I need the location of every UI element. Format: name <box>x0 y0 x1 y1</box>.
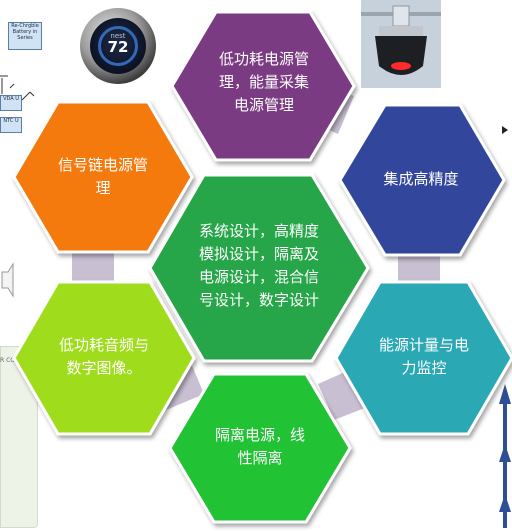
hexagon-lower-right-line-1: 能源计量与电 <box>378 336 469 354</box>
side-panel-text: R CO <box>0 357 15 364</box>
speaker-icon <box>1 262 14 298</box>
sensor-photo <box>361 0 441 88</box>
hexagon-center-text: 系统设计，高精度 模拟设计，隔离及 电源设计，混合信 号设计，数字设计 <box>184 220 334 312</box>
thermostat-ring <box>98 26 138 66</box>
hexagon-center-line-3: 电源设计，混合信 <box>198 268 319 286</box>
hexagon-bottom-line-2: 性隔离 <box>237 449 283 467</box>
schematic-vda-block: VDA U <box>0 95 22 111</box>
thermostat-display: nest 72 <box>90 18 146 74</box>
thermostat-value: 72 <box>107 38 129 56</box>
connector-right <box>398 250 440 290</box>
hexagon-lower-left-line-1: 低功耗音频与 <box>58 336 149 354</box>
connector-left <box>72 250 114 290</box>
hexagon-top-line-2: 理，能量采集 <box>218 73 309 91</box>
schematic-battery-block: Re-Chrgble Battery in Series <box>8 22 42 50</box>
hexagon-center <box>148 173 370 363</box>
hexagon-bottom-text: 隔离电源，线 性隔离 <box>190 424 330 470</box>
vertical-arrow-icon <box>499 384 511 528</box>
hexagon-upper-left-line-2: 理 <box>95 179 111 197</box>
hexagon-upper-left <box>12 100 194 254</box>
hexagon-top-text: 低功耗电源管 理，能量采集 电源管理 <box>198 48 330 117</box>
hexagon-top-line-1: 低功耗电源管 <box>218 50 309 68</box>
hexagon-lower-left-text: 低功耗音频与 数字图像。 <box>34 334 174 380</box>
hexagon-upper-left-line-1: 信号链电源管 <box>57 156 148 174</box>
hexagon-lower-left-line-2: 数字图像。 <box>66 359 142 377</box>
small-arrow-icon <box>502 126 508 134</box>
hexagon-center-line-4: 号设计，数字设计 <box>198 291 319 309</box>
hexagon-lower-right-text: 能源计量与电 力监控 <box>354 334 494 380</box>
hexagon-upper-right <box>338 103 506 257</box>
thermostat-image: nest 72 <box>80 8 156 84</box>
sensor-device-icon <box>361 0 441 88</box>
hexagon-upper-right-text: 集成高精度 <box>356 168 486 191</box>
schematic-wires <box>0 75 35 101</box>
thermostat-brand: nest <box>110 32 126 40</box>
hexagon-top-line-3: 电源管理 <box>233 96 294 114</box>
schematic-ntc-block: NTC U <box>0 117 22 133</box>
hexagon-lower-right-line-2: 力监控 <box>401 359 447 377</box>
hexagon-center-line-2: 模拟设计，隔离及 <box>198 245 319 263</box>
hexagon-upper-left-text: 信号链电源管 理 <box>30 154 176 200</box>
hexagon-center-line-1: 系统设计，高精度 <box>198 222 319 240</box>
hexagon-lower-right <box>334 280 512 436</box>
hexagon-bottom-line-1: 隔离电源，线 <box>214 426 305 444</box>
hexagon-lower-left <box>12 280 196 436</box>
hexagon-bottom <box>168 372 352 524</box>
hexagon-top <box>170 10 356 162</box>
hexagon-upper-right-line-1: 集成高精度 <box>383 170 459 188</box>
